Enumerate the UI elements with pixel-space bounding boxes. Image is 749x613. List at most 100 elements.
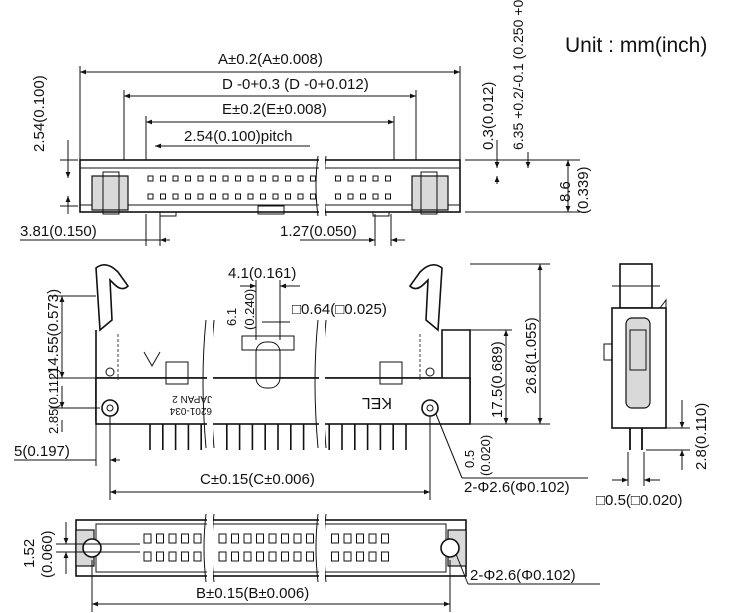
pin-square [235, 193, 241, 200]
marking-country: JAPAN 2 [172, 393, 212, 404]
dim-tail-in-label: (0.020) [478, 435, 493, 476]
dim-left-height-front-label: 14.55(0.573) [45, 289, 62, 374]
pin-pad [218, 551, 227, 562]
dim-depth-in-label: (0.339) [575, 166, 592, 214]
dim-bottom-height-in-label: (0.060) [39, 530, 56, 578]
dim-depth-mm-label: 8.6 [557, 181, 574, 202]
pin-square [247, 193, 254, 200]
pin-pad [193, 533, 202, 544]
pin-square [347, 193, 354, 200]
pin-square [222, 175, 229, 182]
pin-pad [156, 551, 164, 562]
pin-square [347, 175, 354, 182]
pin-square [360, 193, 366, 200]
pin-square [160, 193, 166, 200]
dim-row-pitch-label: 1.27(0.050) [280, 223, 357, 240]
pin-square [260, 193, 266, 200]
top-view-pin-grid [147, 175, 391, 200]
pin-pad [281, 533, 289, 544]
pin-square [260, 175, 266, 182]
dim-a-label: A±0.2(A±0.008) [218, 51, 323, 68]
pin-pad [268, 533, 277, 544]
pin-pad [306, 551, 314, 562]
pin-pad [168, 533, 177, 544]
dim-clearance-label: 0.3(0.012) [480, 82, 497, 150]
pin-square [247, 175, 254, 182]
pin-pad [231, 551, 239, 562]
pin-square [172, 193, 179, 200]
pin-square [160, 175, 166, 182]
marking-brand: KEL [362, 394, 392, 411]
pin-pad [168, 551, 177, 562]
pin-pad [356, 551, 364, 562]
pin-pad [243, 533, 252, 544]
pin-pad [368, 551, 377, 562]
pin-square [172, 175, 179, 182]
pin-pad [143, 533, 152, 544]
pin-pad [356, 533, 364, 544]
pin-pad [331, 533, 339, 544]
pin-pad [381, 533, 389, 544]
pin-square [185, 193, 191, 200]
pin-square [360, 175, 366, 182]
pin-pad [181, 533, 189, 544]
pin-pad [256, 533, 264, 544]
dim-hole-front-label: 2-Φ2.6(Φ0.102) [464, 479, 570, 496]
pin-pad [281, 551, 289, 562]
pin-square [235, 175, 241, 182]
pin-square [372, 175, 379, 182]
pin-square [385, 175, 391, 182]
dim-pin-offset-label: 6.35 +0.2/-0.1 (0.250 +0.008/-0.004) [510, 0, 526, 150]
pin-square [210, 193, 216, 200]
dim-left-height-label: 2.54(0.100) [31, 75, 48, 152]
dim-tail-mm-label: 0.5 [462, 450, 477, 468]
dim-mount-height-label: 2.85(0.112) [46, 368, 61, 434]
pin-pad [268, 551, 277, 562]
pin-square [297, 175, 304, 182]
front-view: KEL JAPAN 2 6201-034 4.1(0.161) 6.1 (0.2… [14, 263, 588, 500]
pin-pad [293, 551, 302, 562]
pin-pad [368, 533, 377, 544]
pin-pad [256, 551, 264, 562]
pin-square [310, 193, 316, 200]
side-view: 2.8(0.110) □0.5(□0.020) [596, 263, 710, 509]
pin-square [297, 193, 304, 200]
pin-pad [243, 551, 252, 562]
dim-e-label: E±0.2(E±0.008) [222, 101, 327, 118]
dim-total-height-label: 26.8(1.055) [523, 317, 540, 394]
pin-square [285, 193, 291, 200]
pin-pad [181, 551, 189, 562]
dim-body-height-label: 17.5(0.689) [489, 341, 506, 418]
dim-b-label: B±0.15(B±0.006) [196, 585, 309, 602]
pin-square [197, 193, 204, 200]
pin-pad [343, 533, 352, 544]
dim-d-label: D -0+0.3 (D -0+0.012) [222, 76, 369, 93]
dim-left-offset-label: 3.81(0.150) [20, 223, 97, 240]
dim-tail-length-label: 2.8(0.110) [693, 403, 710, 470]
pin-pad [331, 551, 339, 562]
pin-square [197, 175, 204, 182]
top-view: A±0.2(A±0.008) D -0+0.3 (D -0+0.012) E±0… [20, 0, 592, 246]
pin-pad [143, 551, 152, 562]
pin-pad [343, 551, 352, 562]
pin-square [185, 175, 191, 182]
front-view-pins [149, 424, 407, 450]
pin-pad [381, 551, 389, 562]
pin-pad [293, 533, 302, 544]
pin-square [272, 193, 279, 200]
bottom-view: 1.52 (0.060) 2-Φ2.6(Φ0.102) B±0.15(B±0.0… [21, 513, 600, 612]
pin-pad [156, 533, 164, 544]
marking-part: 6201-034 [169, 405, 212, 416]
pin-pad [306, 533, 314, 544]
pin-square [147, 175, 154, 182]
pin-square [210, 175, 216, 182]
dim-tail-square-label: □0.5(□0.020) [596, 492, 683, 509]
pin-square [385, 193, 391, 200]
pin-square [222, 193, 229, 200]
pin-square [372, 193, 379, 200]
bottom-view-pin-grid [143, 533, 389, 562]
dim-lever-mm-label: 6.1 [224, 308, 239, 326]
dim-pin-square-label: □0.64(□0.025) [292, 301, 387, 318]
pin-pad [231, 533, 239, 544]
